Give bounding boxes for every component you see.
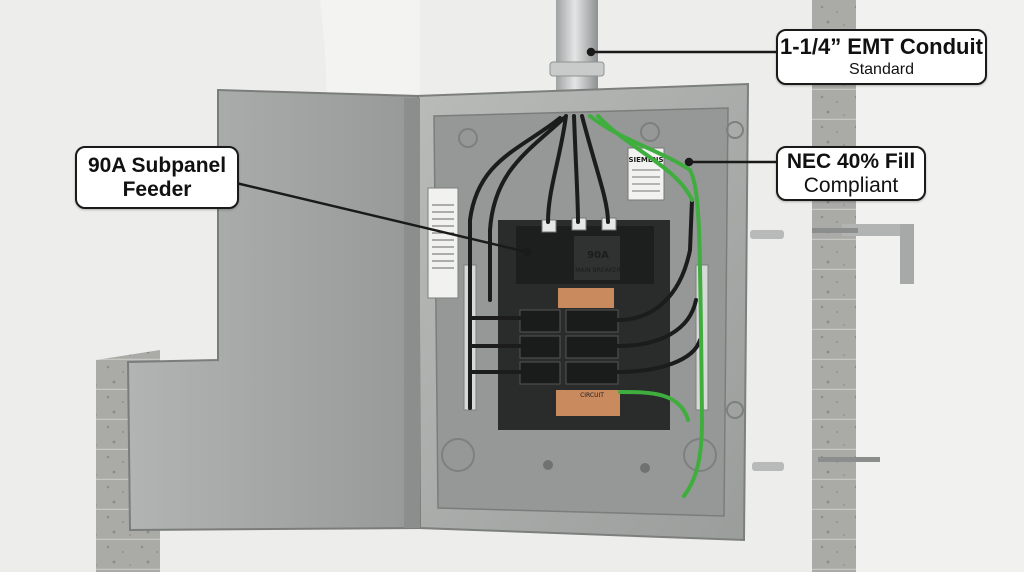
leader-feeder-dot xyxy=(522,247,532,257)
concrete-block-column xyxy=(812,0,856,572)
callout-feeder-title: 90A Subpanel xyxy=(87,154,227,178)
callout-conduit-subtitle: Standard xyxy=(849,61,914,79)
main-breaker-label: MAIN BREAKER xyxy=(575,267,621,274)
brand-label: SIEMENS xyxy=(628,156,663,164)
busbar-bottom xyxy=(556,390,620,416)
feeder-wires xyxy=(468,114,702,410)
callout-conduit-title: 1-1/4” EMT Conduit xyxy=(780,34,983,60)
callout-leaders xyxy=(235,47,778,257)
branch-breaker-label-2: CIRCUIT xyxy=(580,342,604,349)
busbar-top xyxy=(558,288,614,308)
branch-breaker-label-1: AUTO xyxy=(596,313,613,320)
main-breaker-rating: 90A xyxy=(587,250,609,261)
callout-feeder-subtitle: Feeder xyxy=(122,177,192,201)
leader-fill-dot xyxy=(684,157,694,167)
leader-feeder xyxy=(235,181,528,254)
callout-feeder: 90A Subpanel Feeder xyxy=(75,146,239,209)
panel-door xyxy=(126,88,459,532)
mounting-hardware xyxy=(750,224,914,471)
branch-breaker-label-3: CIRCUIT xyxy=(580,368,604,375)
branch-breaker-label-4: CIRCUIT xyxy=(580,392,604,399)
leader-conduit-dot xyxy=(586,47,596,57)
callout-fill-title: NEC 40% Fill xyxy=(786,150,916,174)
callout-conduit: 1-1/4” EMT Conduit Standard xyxy=(776,29,987,85)
door-label-sticker xyxy=(427,187,459,299)
ground-wire xyxy=(588,114,705,498)
callout-fill: NEC 40% Fill Compliant xyxy=(776,146,926,201)
branch-breakers xyxy=(519,309,619,385)
callout-fill-subtitle: Compliant xyxy=(803,173,899,197)
